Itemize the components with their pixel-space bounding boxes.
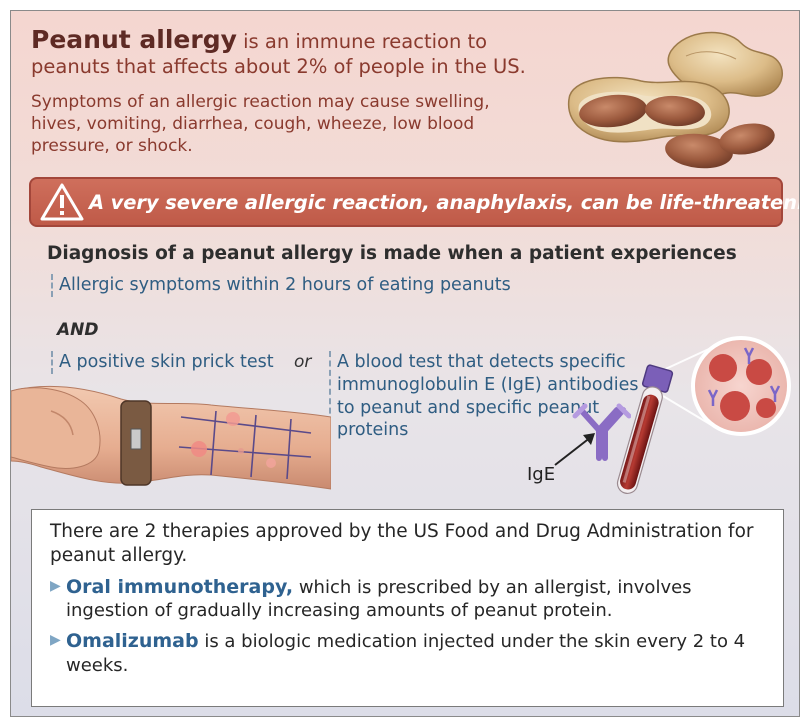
symptoms-text: Symptoms of an allergic reaction may cau… — [31, 92, 490, 157]
therapy-text: which is prescribed by an allergist, inv… — [66, 577, 692, 622]
infographic-frame: Peanut allergy is an immune reaction to … — [10, 10, 800, 717]
therapy-item: ▶ Oral immunotherapy, which is prescribe… — [50, 575, 769, 622]
bullet-triangle-icon: ▶ — [50, 578, 61, 595]
or-label: or — [294, 352, 312, 372]
page-title: Peanut allergy is an immune reaction to … — [31, 25, 571, 78]
bullet-triangle-icon: ▶ — [50, 632, 61, 649]
warning-triangle-icon — [39, 179, 85, 225]
diagnosis-heading: Diagnosis of a peanut allergy is made wh… — [47, 243, 737, 264]
therapies-intro: There are 2 therapies approved by the US… — [50, 521, 754, 567]
warning-banner: A very severe allergic reaction, anaphyl… — [29, 177, 799, 227]
therapy-item: ▶ Omalizumab is a biologic medication in… — [50, 629, 769, 676]
peanuts-illustration — [567, 31, 783, 169]
therapy-name: Omalizumab — [66, 630, 199, 653]
therapies-box: There are 2 therapies approved by the US… — [31, 509, 784, 707]
ige-label: IgE — [527, 464, 556, 485]
title-bold: Peanut allergy — [31, 25, 237, 54]
warning-text: A very severe allergic reaction, anaphyl… — [89, 190, 800, 214]
criterion-symptoms: Allergic symptoms within 2 hours of eati… — [51, 274, 511, 297]
arm-skin-test-illustration — [11, 385, 331, 490]
criterion-blood-test: A blood test that detects specific immun… — [329, 351, 659, 442]
title-description: is an immune reaction to peanuts that af… — [31, 30, 526, 78]
therapy-name: Oral immunotherapy, — [66, 576, 294, 599]
criterion-skin-prick: A positive skin prick test — [51, 351, 274, 374]
and-label: AND — [57, 320, 99, 340]
therapy-text: is a biologic medication injected under … — [66, 631, 746, 676]
